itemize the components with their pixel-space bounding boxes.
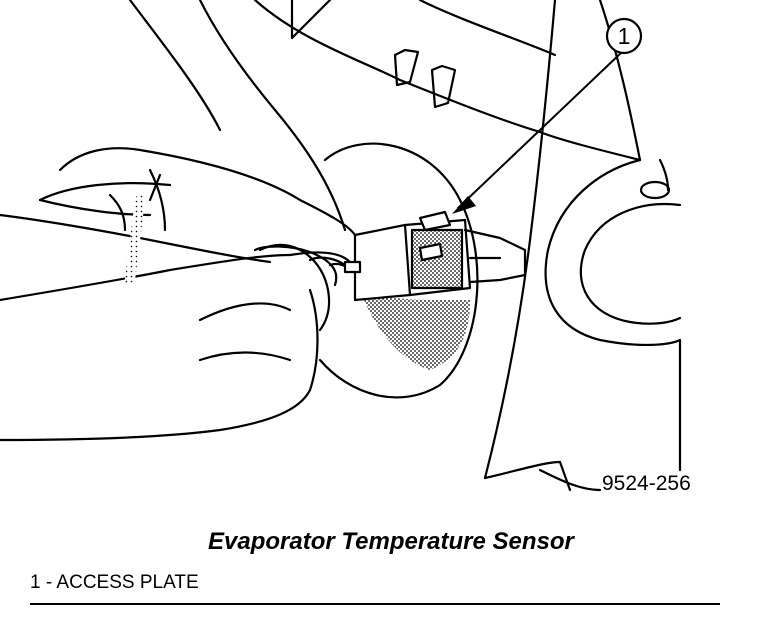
figure-title: Evaporator Temperature Sensor [208, 528, 574, 555]
legend-item: 1 - ACCESS PLATE [30, 572, 199, 594]
sensor-connector [343, 210, 527, 302]
legend-item-label: ACCESS PLATE [56, 572, 199, 593]
housing-tabs [393, 48, 457, 109]
callout-leader-line [457, 51, 623, 209]
callout-number: 1 [618, 23, 631, 49]
access-plate-opening [318, 142, 479, 399]
callout-circle [605, 17, 643, 55]
evaporator-housing [253, 0, 682, 492]
hand-illustration [0, 0, 357, 442]
callout-arrowhead [452, 196, 476, 214]
outlet-ring [544, 158, 682, 346]
legend-item-number: 1 [30, 572, 41, 593]
legend-separator: - [45, 572, 57, 593]
bottom-rule [30, 603, 720, 605]
figure-number: 9524-256 [602, 472, 691, 495]
